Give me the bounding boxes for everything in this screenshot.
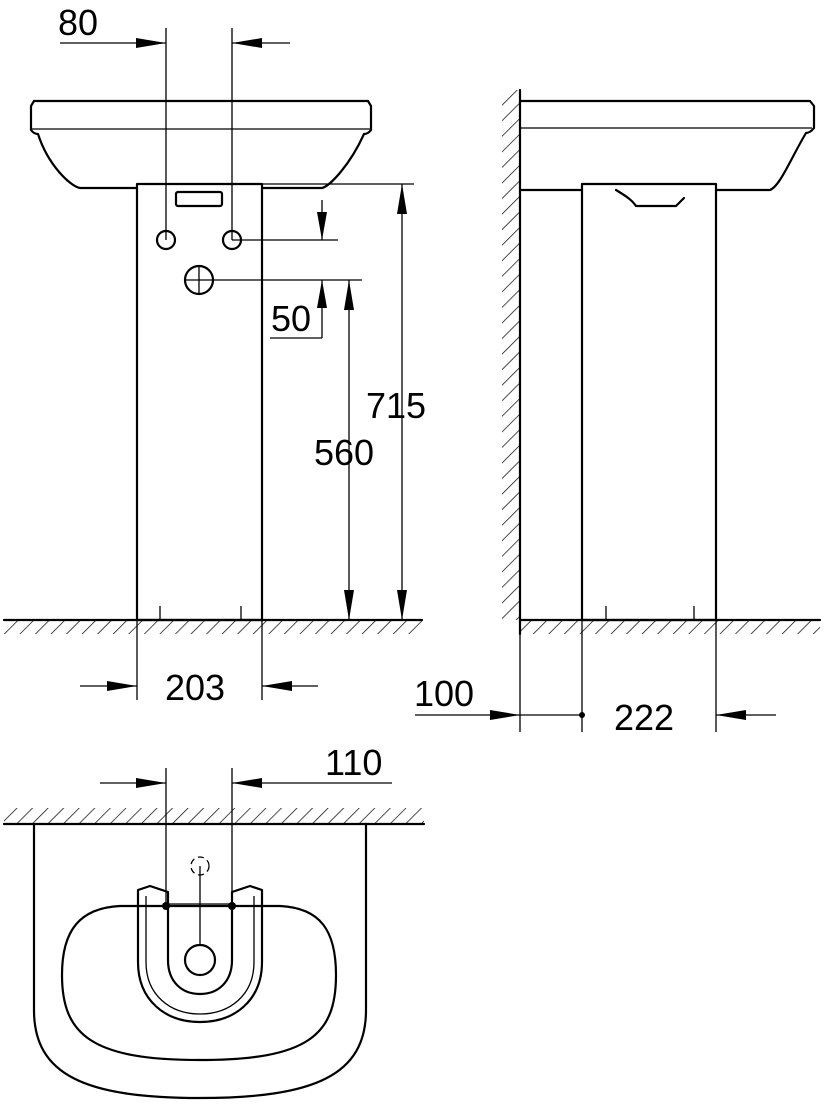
- plan-basin-bowl: [60, 904, 338, 1062]
- side-wall-hatch: [502, 90, 520, 620]
- front-pedestal: [135, 182, 264, 622]
- plan-pedestal: [136, 884, 264, 1024]
- dim-222: 222: [614, 697, 674, 738]
- front-view: 80 50 715 560 203: [2, 2, 426, 708]
- plan-waste: [183, 943, 217, 977]
- side-floor-hatch: [520, 620, 820, 634]
- dim-50: 50: [271, 298, 311, 339]
- dim-715: 715: [366, 385, 426, 426]
- dim-203: 203: [165, 667, 225, 708]
- front-floor-hatch: [4, 620, 422, 634]
- dim-110: 110: [325, 742, 382, 783]
- side-waste-outlet: [614, 188, 686, 208]
- front-overflow-slot: [174, 190, 224, 208]
- dim-560: 560: [314, 432, 374, 473]
- plan-basin-outer: [32, 822, 368, 1100]
- front-basin: [29, 99, 373, 190]
- plan-view: 110: [2, 742, 426, 1100]
- side-basin: [518, 99, 816, 192]
- side-pedestal: [580, 182, 718, 622]
- plan-wall-hatch: [4, 808, 424, 824]
- side-view: 100 222: [414, 88, 822, 738]
- dim-80: 80: [58, 2, 98, 43]
- dim-100: 100: [414, 673, 474, 714]
